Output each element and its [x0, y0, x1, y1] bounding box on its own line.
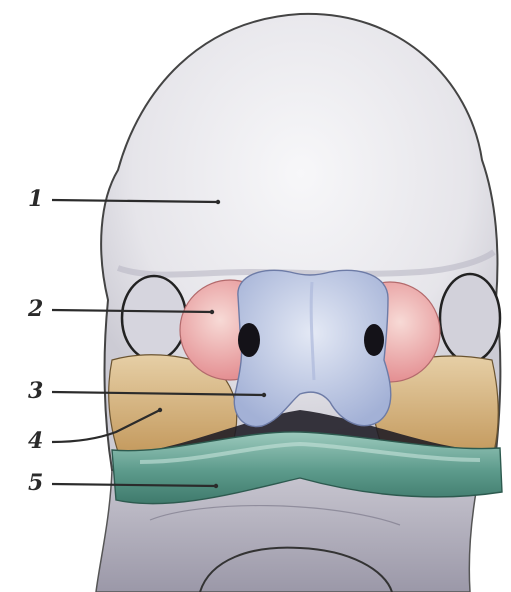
- leader-dot-1: [216, 200, 220, 204]
- leader-dot-4: [158, 408, 162, 412]
- leader-dot-5: [214, 484, 218, 488]
- eye-right: [440, 274, 500, 362]
- label-2: 2: [28, 298, 43, 320]
- leader-dot-2: [210, 310, 214, 314]
- nasal-pit-left: [238, 323, 260, 357]
- label-4: 4: [28, 430, 43, 452]
- eye-left: [122, 276, 186, 360]
- leader-dot-3: [262, 393, 266, 397]
- label-3: 3: [28, 380, 43, 402]
- label-5: 5: [28, 472, 43, 494]
- label-1: 1: [28, 188, 43, 210]
- nasal-pit-right: [364, 324, 384, 356]
